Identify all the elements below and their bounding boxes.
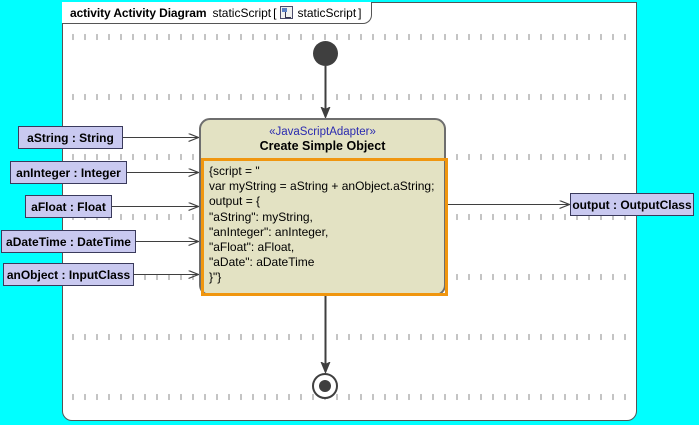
input-pin-adatetime[interactable]: aDateTime : DateTime [1,230,136,253]
input-pin-afloat[interactable]: aFloat : Float [25,195,112,218]
input-pin-astring[interactable]: aString : String [18,126,123,149]
action-title: Create Simple Object [259,138,386,153]
diagram-frame-header[interactable]: activity Activity Diagram staticScript [… [62,2,372,24]
frame-bracket-close: ] [358,5,362,20]
frame-parameter-label: staticScript [297,5,357,20]
action-stereotype: «JavaScriptAdapter» [269,125,376,138]
input-pin-aninteger[interactable]: anInteger : Integer [10,161,127,184]
initial-node[interactable] [313,41,338,66]
action-node-create-simple-object[interactable]: «JavaScriptAdapter» Create Simple Object… [199,118,448,296]
activity-final-node[interactable] [312,373,338,399]
frame-bracket-open: [ [273,5,277,20]
action-script-text: {script = " var myString = aString + anO… [209,164,435,285]
frame-keyword: activity Activity Diagram [70,5,207,20]
frame-name: staticScript [212,5,272,20]
action-node-header: «JavaScriptAdapter» Create Simple Object [201,120,444,158]
action-body-selection[interactable]: {script = " var myString = aString + anO… [201,158,448,296]
activity-parameter-icon [280,6,294,19]
input-pin-anobject[interactable]: anObject : InputClass [3,263,134,286]
output-pin-output[interactable]: output : OutputClass [570,193,694,216]
